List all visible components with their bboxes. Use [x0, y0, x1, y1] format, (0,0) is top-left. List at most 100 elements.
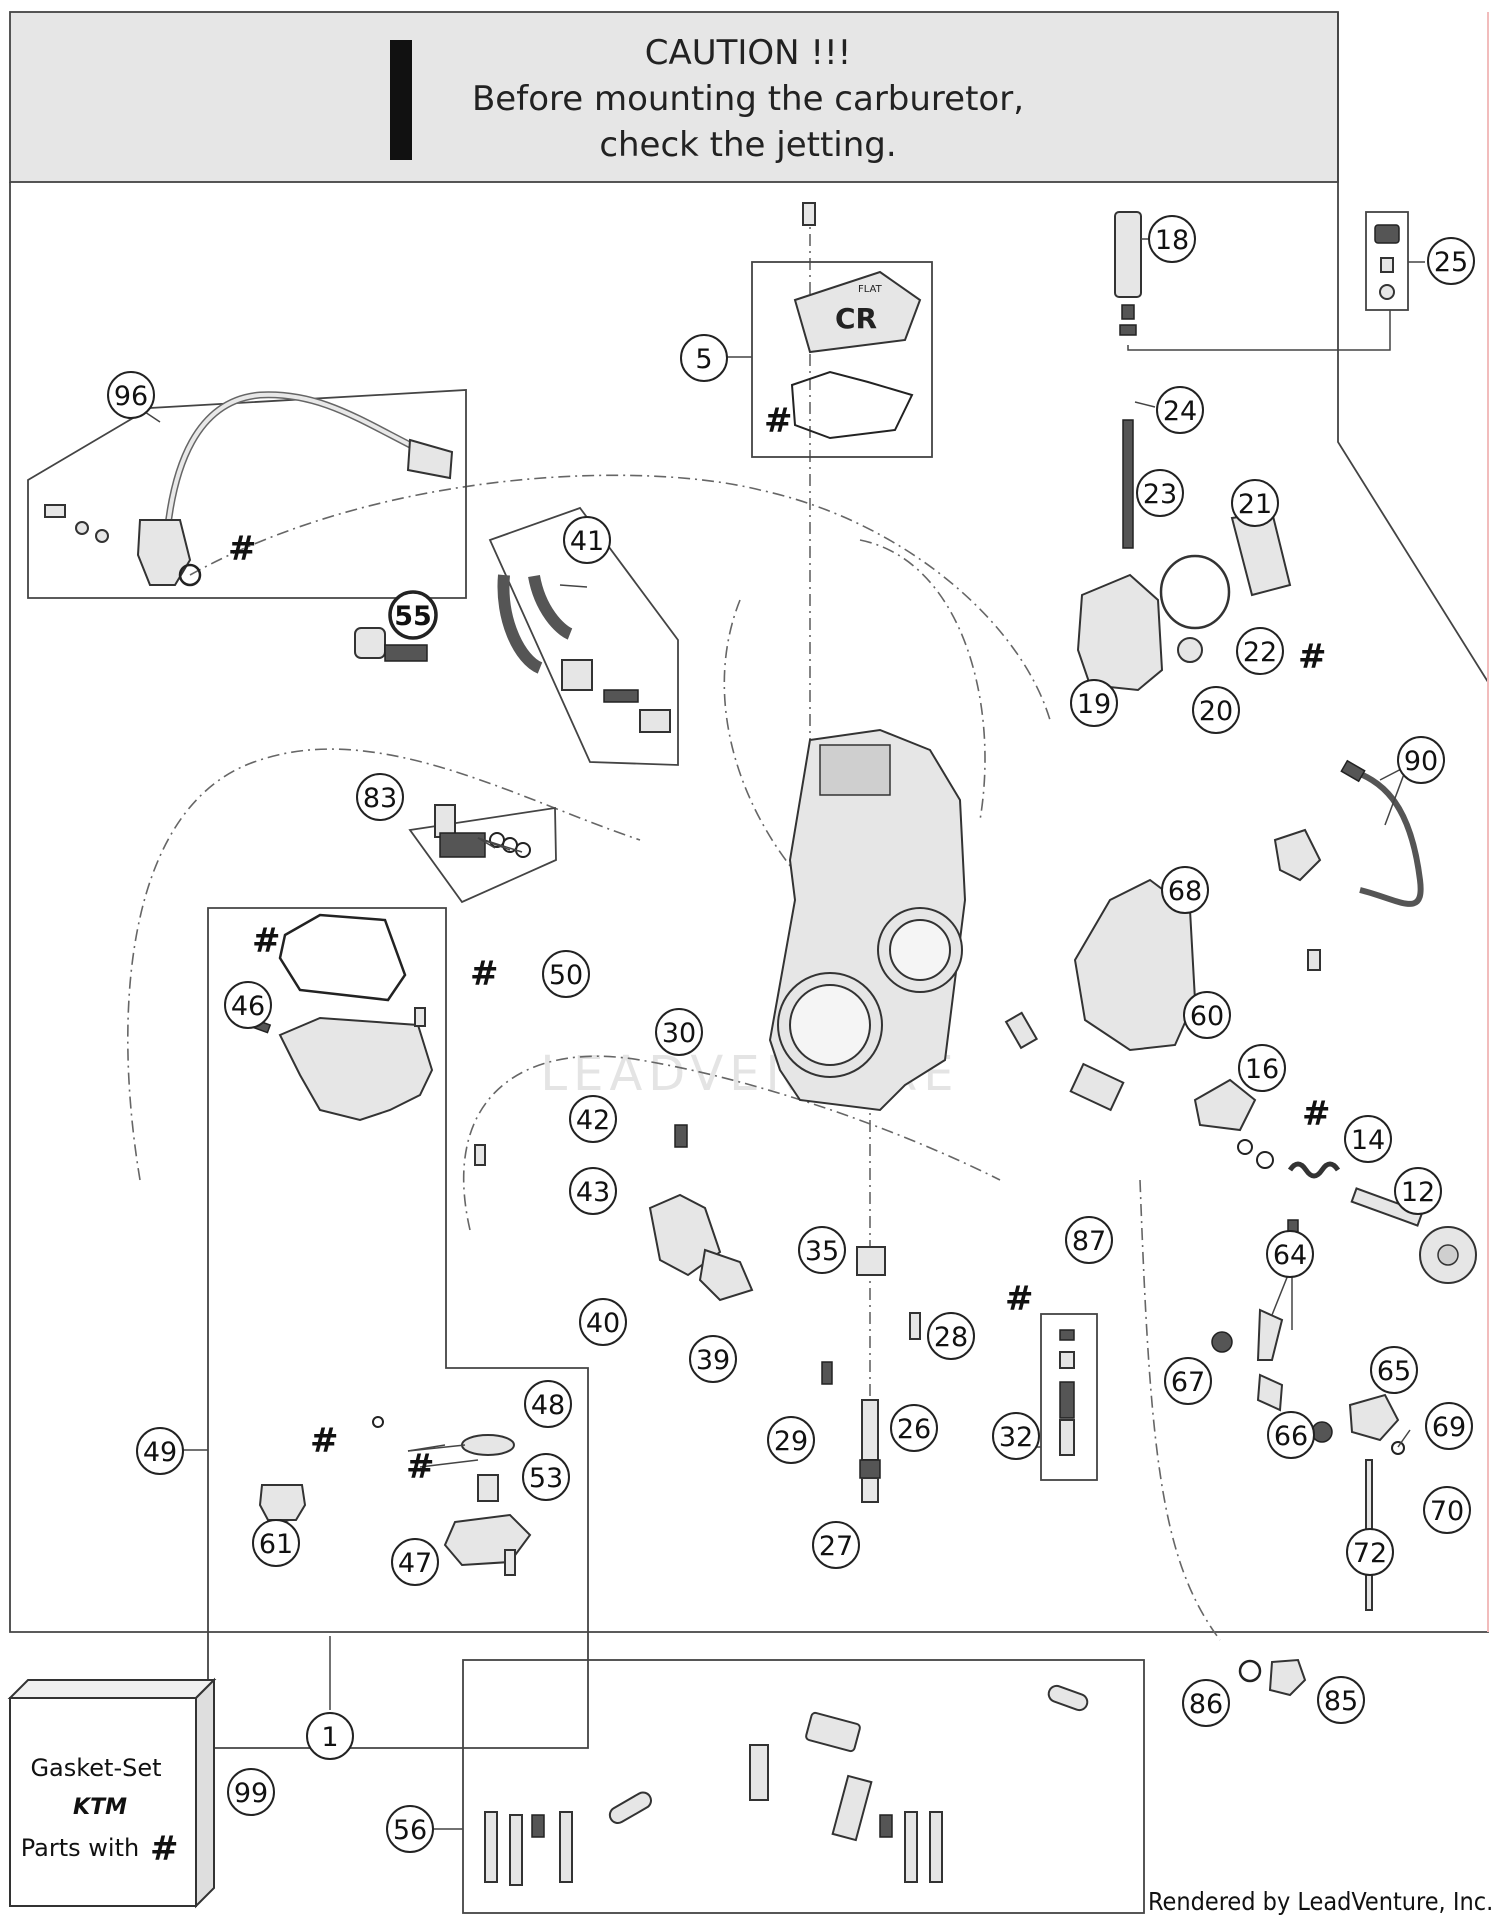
- starter-plunger: [354, 627, 428, 662]
- gasket-set-parts-with: Parts with: [21, 1834, 139, 1862]
- svg-text:90: 90: [1404, 746, 1438, 777]
- callout-25[interactable]: 25: [1427, 237, 1475, 285]
- svg-text:99: 99: [234, 1778, 268, 1809]
- callout-86[interactable]: 86: [1182, 1679, 1230, 1727]
- callout-64[interactable]: 64: [1266, 1230, 1314, 1278]
- svg-text:29: 29: [774, 1426, 808, 1457]
- svg-text:85: 85: [1324, 1686, 1358, 1717]
- callout-40[interactable]: 40: [579, 1298, 627, 1346]
- callout-48[interactable]: 48: [524, 1380, 572, 1428]
- svg-text:48: 48: [531, 1390, 565, 1421]
- callout-29[interactable]: 29: [767, 1416, 815, 1464]
- callout-28[interactable]: 28: [927, 1312, 975, 1360]
- callout-55[interactable]: 55: [388, 590, 438, 640]
- cover-screw: [802, 202, 816, 226]
- box-hose-kit: [462, 1659, 1145, 1914]
- callout-32[interactable]: 32: [992, 1412, 1040, 1460]
- hash-mark: #: [252, 921, 281, 961]
- svg-text:55: 55: [394, 601, 432, 632]
- callout-1[interactable]: 1: [306, 1712, 354, 1760]
- gasket-set-title: Gasket-Set: [30, 1754, 161, 1782]
- callout-20[interactable]: 20: [1192, 686, 1240, 734]
- callout-27[interactable]: 27: [812, 1521, 860, 1569]
- callout-69[interactable]: 69: [1425, 1402, 1473, 1450]
- callout-47[interactable]: 47: [391, 1538, 439, 1586]
- callout-43[interactable]: 43: [569, 1167, 617, 1215]
- callout-67[interactable]: 67: [1164, 1357, 1212, 1405]
- callout-5[interactable]: 5: [680, 334, 728, 382]
- ktm-logo: KTM: [73, 1795, 127, 1820]
- callout-96[interactable]: 96: [107, 371, 155, 419]
- svg-text:28: 28: [934, 1322, 968, 1353]
- box-hotstart: [408, 806, 557, 904]
- callout-85[interactable]: 85: [1317, 1676, 1365, 1724]
- callout-42[interactable]: 42: [569, 1095, 617, 1143]
- svg-text:25: 25: [1434, 247, 1468, 278]
- callout-99[interactable]: 99: [227, 1768, 275, 1816]
- svg-text:24: 24: [1163, 396, 1197, 427]
- callout-87[interactable]: 87: [1065, 1216, 1113, 1264]
- callout-19[interactable]: 19: [1070, 679, 1118, 727]
- svg-text:41: 41: [570, 526, 604, 557]
- callout-12[interactable]: 12: [1394, 1167, 1442, 1215]
- svg-text:68: 68: [1168, 876, 1202, 907]
- callout-90[interactable]: 90: [1397, 736, 1445, 784]
- callout-22[interactable]: 22: [1236, 627, 1284, 675]
- svg-text:64: 64: [1273, 1240, 1307, 1271]
- callout-83[interactable]: 83: [356, 773, 404, 821]
- svg-text:12: 12: [1401, 1177, 1435, 1208]
- svg-text:30: 30: [662, 1018, 696, 1049]
- accelerator-pump-parts: [1004, 878, 1477, 1611]
- gasket-set-box: Gasket-Set KTM Parts with #: [7, 1677, 217, 1909]
- gasket-set-hash: #: [150, 1829, 179, 1869]
- callout-70[interactable]: 70: [1423, 1486, 1471, 1534]
- callout-16[interactable]: 16: [1238, 1044, 1286, 1092]
- cover-gasket: [790, 370, 914, 440]
- callout-60[interactable]: 60: [1183, 991, 1231, 1039]
- callout-23[interactable]: 23: [1136, 469, 1184, 517]
- svg-text:50: 50: [549, 960, 583, 991]
- throttle-cable-parts: [1273, 759, 1424, 971]
- svg-text:32: 32: [999, 1422, 1033, 1453]
- hash-mark: #: [1005, 1279, 1034, 1319]
- hash-mark: #: [310, 1421, 339, 1461]
- callout-50[interactable]: 50: [542, 950, 590, 998]
- float-bowl-parts: [228, 913, 486, 1166]
- svg-text:21: 21: [1238, 489, 1272, 520]
- callout-39[interactable]: 39: [689, 1335, 737, 1383]
- callout-56[interactable]: 56: [386, 1805, 434, 1853]
- svg-text:69: 69: [1432, 1412, 1466, 1443]
- svg-text:83: 83: [363, 783, 397, 814]
- hash-mark: #: [228, 529, 257, 569]
- svg-text:72: 72: [1353, 1538, 1387, 1569]
- callout-35[interactable]: 35: [798, 1226, 846, 1274]
- callout-46[interactable]: 46: [224, 981, 272, 1029]
- exclamation-dot: [390, 138, 412, 160]
- callout-41[interactable]: 41: [563, 516, 611, 564]
- callout-49[interactable]: 49: [136, 1427, 184, 1475]
- svg-text:46: 46: [231, 991, 265, 1022]
- callout-65[interactable]: 65: [1370, 1346, 1418, 1394]
- callout-14[interactable]: 14: [1344, 1115, 1392, 1163]
- svg-text:26: 26: [897, 1414, 931, 1445]
- box-choke: [488, 506, 679, 766]
- callout-26[interactable]: 26: [890, 1404, 938, 1452]
- svg-text:61: 61: [259, 1529, 293, 1560]
- svg-text:96: 96: [114, 381, 148, 412]
- svg-text:18: 18: [1155, 225, 1189, 256]
- svg-text:16: 16: [1245, 1054, 1279, 1085]
- callout-18[interactable]: 18: [1148, 215, 1196, 263]
- callout-66[interactable]: 66: [1267, 1411, 1315, 1459]
- callout-72[interactable]: 72: [1346, 1528, 1394, 1576]
- callout-24[interactable]: 24: [1156, 386, 1204, 434]
- exclamation-bar: [390, 40, 412, 145]
- callout-61[interactable]: 61: [252, 1519, 300, 1567]
- cover-small-label: FLAT: [858, 284, 883, 295]
- box-top-cover: [751, 261, 933, 458]
- callout-53[interactable]: 53: [522, 1453, 570, 1501]
- callout-21[interactable]: 21: [1231, 479, 1279, 527]
- callout-68[interactable]: 68: [1161, 866, 1209, 914]
- svg-text:1: 1: [321, 1722, 338, 1753]
- callout-30[interactable]: 30: [655, 1008, 703, 1056]
